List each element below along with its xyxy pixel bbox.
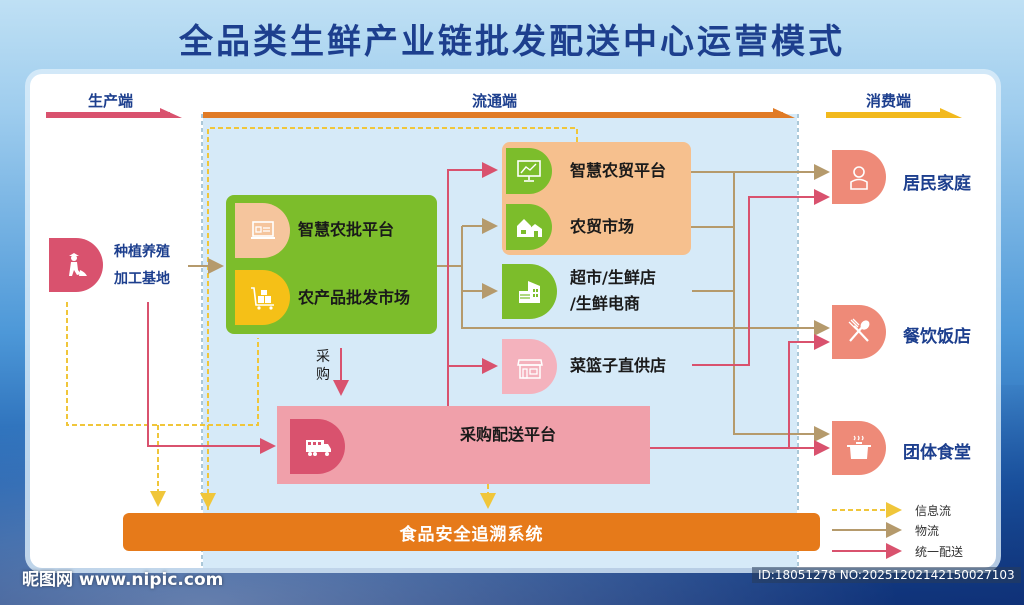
watermark-site: 昵图网 www.nipic.com xyxy=(22,570,224,590)
monitor-chart-icon xyxy=(506,148,552,194)
consumer-label: 居民家庭 xyxy=(903,174,971,194)
circulation-zone xyxy=(203,114,797,568)
purchase-label: 采 购 xyxy=(316,348,330,384)
purchase-label-1: 采 xyxy=(316,349,330,365)
consumption-arrow xyxy=(826,108,962,118)
producer-line-2: 加工基地 xyxy=(114,271,170,287)
cart-boxes-icon xyxy=(235,270,290,325)
distribution-platform-label: 采购配送平台 xyxy=(460,425,557,444)
legend-logistics: 物流 xyxy=(915,524,940,538)
direct-store-label: 菜篮子直供店 xyxy=(570,356,667,375)
market-item-label: 智慧农贸平台 xyxy=(570,161,667,180)
legend-info-flow: 信息流 xyxy=(915,504,952,518)
producer-line-1: 种植养殖 xyxy=(114,244,170,260)
person-icon xyxy=(832,150,886,204)
consumer-label: 团体食堂 xyxy=(903,443,971,463)
circulation-arrow xyxy=(203,108,795,118)
consumer-label: 餐饮饭店 xyxy=(903,327,971,347)
supermarket-label: 超市/生鲜店 /生鲜电商 xyxy=(570,265,656,317)
production-arrow xyxy=(46,108,182,118)
traceability-system: 食品安全追溯系统 xyxy=(123,513,820,551)
purchase-label-2: 购 xyxy=(316,367,330,383)
laptop-shop-icon xyxy=(235,203,290,258)
section-consumption: 消费端 xyxy=(866,92,912,110)
storefront-icon xyxy=(502,339,557,394)
fork-spoon-icon xyxy=(832,305,886,359)
legend-unified-delivery: 统一配送 xyxy=(915,545,964,559)
cooking-pot-icon xyxy=(832,421,886,475)
truck-icon xyxy=(290,419,345,474)
market-item-label: 农贸市场 xyxy=(570,217,635,236)
page-title: 全品类生鲜产业链批发配送中心运营模式 xyxy=(179,22,845,62)
wholesale-item-label: 农产品批发市场 xyxy=(298,288,411,307)
producer-label: 种植养殖 加工基地 xyxy=(114,239,170,293)
building-icon xyxy=(502,264,557,319)
wholesale-item-label: 智慧农批平台 xyxy=(298,220,395,239)
watermark-id: ID:18051278 NO:20251202142150027103 xyxy=(752,567,1021,583)
section-circulation: 流通端 xyxy=(472,92,518,110)
section-production: 生产端 xyxy=(88,92,134,110)
supermarket-line-1: 超市/生鲜店 xyxy=(570,268,656,287)
supermarket-line-2: /生鲜电商 xyxy=(570,294,640,313)
farmer-icon xyxy=(49,238,103,292)
houses-icon xyxy=(506,204,552,250)
